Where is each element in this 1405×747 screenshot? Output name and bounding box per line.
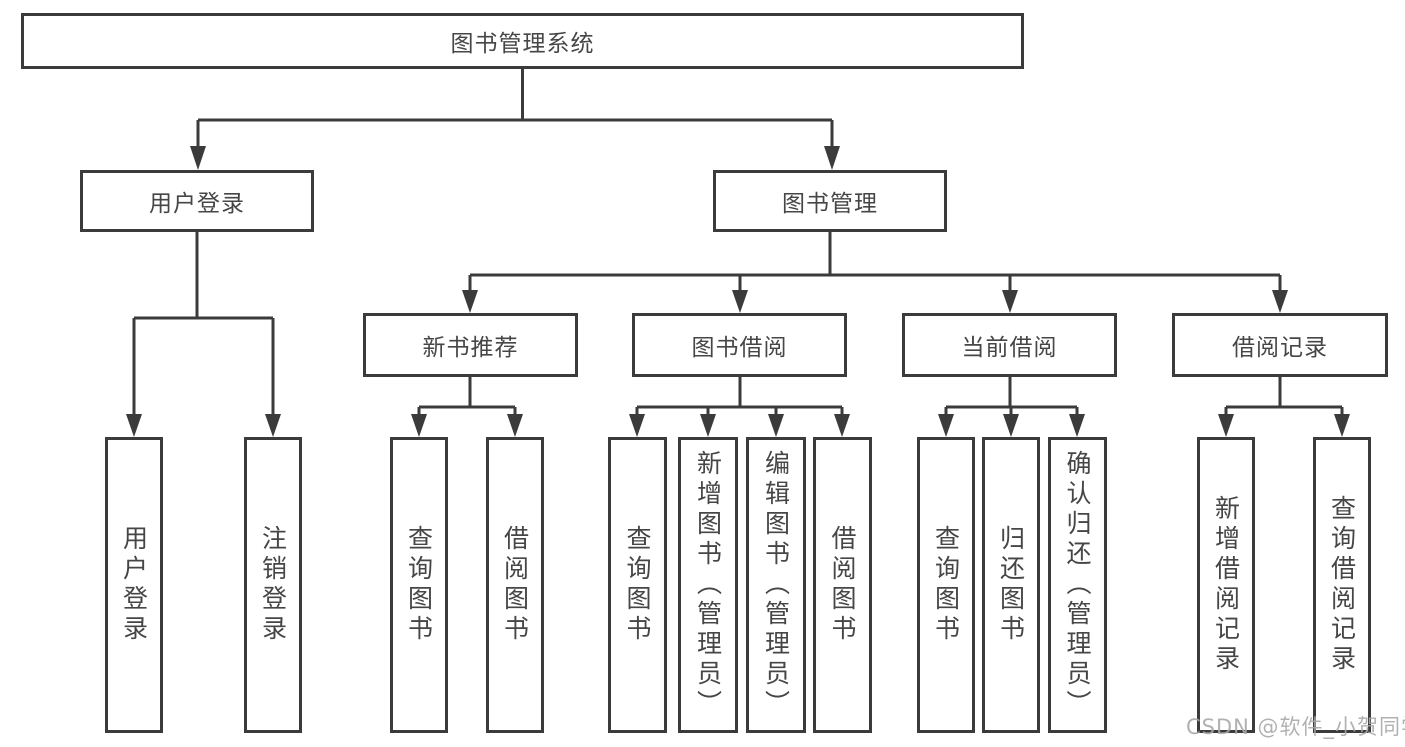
leaf-edit-books-admin: 编辑图书（管理员） [746, 437, 806, 733]
leaf-confirm-return-admin: 确认归还（管理员） [1048, 437, 1107, 733]
leaf-add-books-admin-label: 新增图书（管理员） [693, 450, 723, 720]
leaf-current-query-books: 查询图书 [917, 437, 975, 733]
leaf-user-login: 用户登录 [105, 437, 163, 733]
node-library-system: 图书管理系统 [21, 13, 1024, 69]
leaf-borrow-query-books: 查询图书 [608, 437, 667, 733]
node-borrow-records: 借阅记录 [1172, 313, 1388, 377]
leaf-recommend-borrow-books-label: 借阅图书 [500, 525, 530, 645]
csdn-watermark: CSDN @软件_小贺同学 [1186, 715, 1405, 739]
node-new-book-recommend: 新书推荐 [363, 313, 578, 377]
leaf-logout: 注销登录 [244, 437, 302, 733]
leaf-borrow-query-books-label: 查询图书 [623, 525, 652, 645]
leaf-confirm-return-admin-label: 确认归还（管理员） [1063, 450, 1092, 720]
node-book-borrow: 图书借阅 [632, 313, 847, 377]
leaf-add-borrow-record: 新增借阅记录 [1197, 437, 1255, 733]
leaf-query-borrow-record-label: 查询借阅记录 [1327, 495, 1357, 675]
leaf-borrow-books-label: 借阅图书 [828, 525, 857, 645]
node-book-management: 图书管理 [713, 170, 947, 232]
leaf-user-login-label: 用户登录 [119, 525, 149, 645]
leaf-borrow-books: 借阅图书 [813, 437, 872, 733]
leaf-edit-books-admin-label: 编辑图书（管理员） [761, 450, 791, 720]
leaf-recommend-query-books: 查询图书 [390, 437, 448, 733]
leaf-recommend-borrow-books: 借阅图书 [486, 437, 544, 733]
leaf-add-borrow-record-label: 新增借阅记录 [1211, 495, 1241, 675]
leaf-logout-label: 注销登录 [258, 525, 288, 645]
leaf-return-books: 归还图书 [982, 437, 1040, 733]
leaf-return-books-label: 归还图书 [996, 525, 1026, 645]
node-user-login: 用户登录 [80, 170, 314, 232]
leaf-recommend-query-books-label: 查询图书 [404, 525, 434, 645]
leaf-query-borrow-record: 查询借阅记录 [1313, 437, 1371, 733]
node-current-borrow: 当前借阅 [902, 313, 1117, 377]
leaf-current-query-books-label: 查询图书 [931, 525, 961, 645]
leaf-add-books-admin: 新增图书（管理员） [678, 437, 738, 733]
